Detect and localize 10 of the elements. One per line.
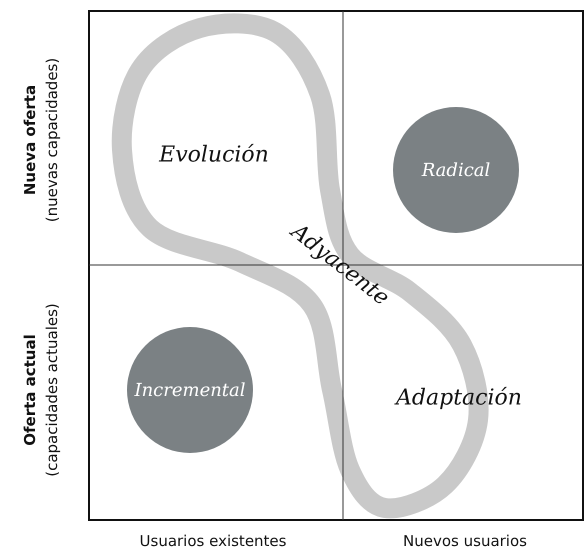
- axis-label: Usuarios existentes: [140, 532, 286, 550]
- axis-label: Nuevos usuarios: [403, 532, 527, 550]
- axis-title: Nueva oferta: [21, 84, 39, 196]
- circle-label: Incremental: [134, 380, 246, 400]
- quadrant-label: Adaptación: [396, 386, 522, 410]
- axis-title: Oferta actual: [21, 334, 39, 446]
- circle-label: Radical: [422, 160, 490, 180]
- quadrant-label: Evolución: [159, 142, 269, 168]
- axis-subtitle: (nuevas capacidades): [43, 58, 61, 222]
- axis-subtitle: (capacidades actuales): [43, 303, 61, 477]
